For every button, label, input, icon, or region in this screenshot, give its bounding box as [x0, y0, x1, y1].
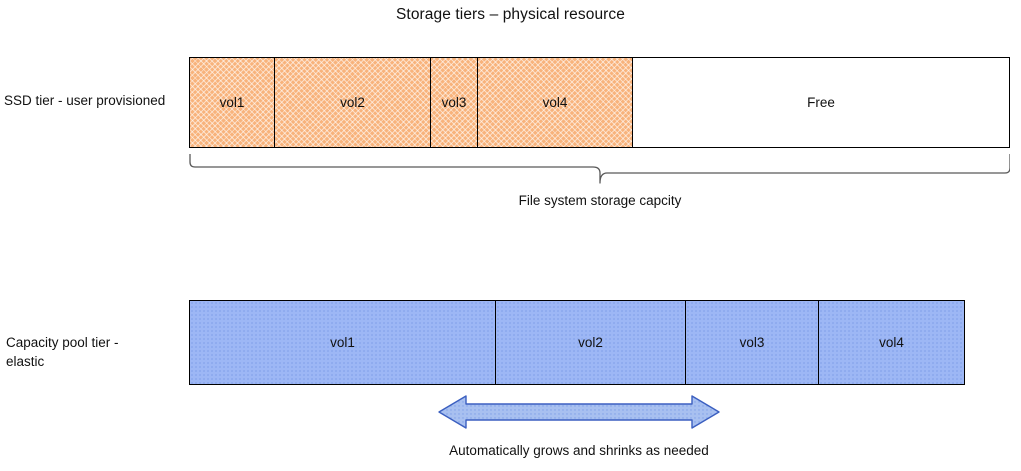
capacity-cell-vol3-label: vol3: [739, 335, 765, 350]
ssd-cell-vol2-label: vol2: [340, 95, 365, 110]
ssd-cell-vol2: vol2: [275, 58, 431, 147]
file-system-capacity-brace: [189, 154, 1010, 184]
ssd-cell-vol4: vol4: [478, 58, 633, 147]
capacity-pool-tier-label: Capacity pool tier - elastic: [6, 335, 119, 369]
page-title: Storage tiers – physical resource: [395, 6, 626, 23]
grow-shrink-caption: Automatically grows and shrinks as neede…: [449, 443, 709, 458]
capacity-cell-vol1-label: vol1: [330, 335, 355, 350]
ssd-cell-free-label: Free: [807, 95, 835, 110]
capacity-pool-bar: vol1 vol2 vol3 vol4: [189, 300, 965, 385]
capacity-cell-vol3: vol3: [686, 301, 819, 384]
ssd-cell-vol1: vol1: [190, 58, 275, 147]
ssd-cell-vol1-label: vol1: [219, 95, 245, 110]
capacity-cell-vol1: vol1: [190, 301, 496, 384]
ssd-tier-bar: vol1 vol2 vol3 vol4 Free: [189, 57, 1010, 148]
ssd-tier-label: SSD tier - user provisioned: [4, 93, 166, 108]
ssd-cell-vol4-label: vol4: [542, 95, 568, 110]
grow-shrink-double-arrow: [438, 395, 720, 429]
capacity-cell-vol2-label: vol2: [578, 335, 603, 350]
ssd-cell-vol3-label: vol3: [441, 95, 467, 110]
capacity-cell-vol4: vol4: [819, 301, 964, 384]
file-system-capacity-caption: File system storage capcity: [518, 193, 682, 208]
capacity-cell-vol2: vol2: [496, 301, 686, 384]
ssd-cell-free: Free: [633, 58, 1009, 147]
capacity-cell-vol4-label: vol4: [879, 335, 904, 350]
ssd-cell-vol3: vol3: [431, 58, 478, 147]
